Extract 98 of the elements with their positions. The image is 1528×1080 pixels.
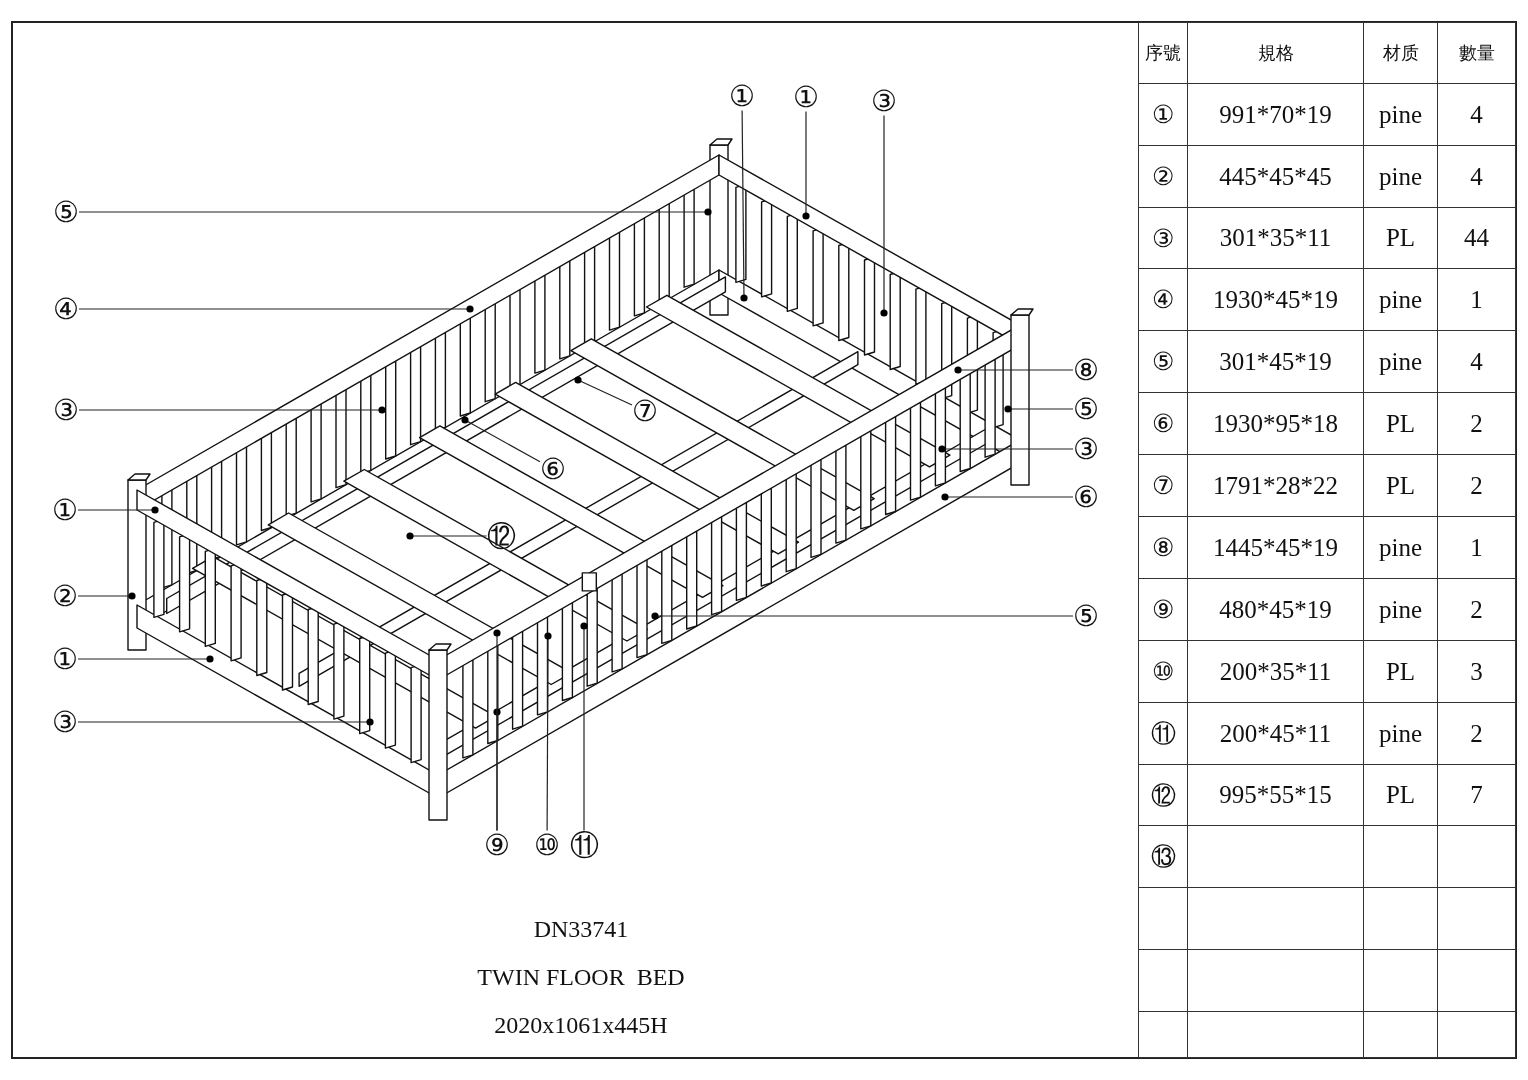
leader-line [77,592,136,600]
callout-number: ① [52,495,78,525]
table-cell: ⑪ [1138,703,1188,765]
callout-number: ⑩ [534,830,560,860]
table-cell: 2 [1438,393,1516,455]
table-cell: 2 [1438,703,1516,765]
callout-number: ⑤ [1073,601,1099,631]
leader-line [78,208,712,216]
callout-number: ⑥ [540,454,566,484]
callout-number: ② [52,581,78,611]
table-cell: PL [1364,765,1438,826]
callout-number: ③ [871,86,897,116]
table-cell: 995*55*15 [1188,765,1364,826]
table-cell: 4 [1438,331,1516,393]
callout-number: ⑤ [53,197,79,227]
callout-number: ⑦ [632,396,658,426]
leader-line [77,718,374,726]
leader-line [78,305,474,313]
product-name: TWIN FLOOR BED [477,963,685,991]
callout-number: ⑧ [1073,355,1099,385]
table-cell: ② [1138,146,1188,208]
table-cell: ⑤ [1138,331,1188,393]
table-cell: 1791*28*22 [1188,455,1364,517]
table-header-cell: 規格 [1188,22,1364,84]
leader-line [1004,405,1074,413]
table-cell: 7 [1438,765,1516,826]
leader-line [493,629,501,832]
model-number: DN33741 [533,915,629,943]
callout-number: ⑫ [486,521,516,551]
table-cell: pine [1364,269,1438,331]
callout-number: ④ [53,294,79,324]
leader-line [77,506,159,514]
callout-number: ⑪ [569,830,599,860]
table-cell: PL [1364,208,1438,269]
table-cell: ⑨ [1138,579,1188,641]
table-cell: ⑬ [1138,826,1188,888]
table-cell: 301*35*11 [1188,208,1364,269]
table-cell: 200*35*11 [1188,641,1364,703]
leader-line [406,532,488,540]
table-cell: pine [1364,517,1438,579]
leader-line [938,445,1074,453]
table-cell: PL [1364,455,1438,517]
callout-number: ③ [52,707,78,737]
table-cell: 4 [1438,84,1516,146]
table-cell: 301*45*19 [1188,331,1364,393]
table-cell: PL [1364,393,1438,455]
table-cell: 1445*45*19 [1188,517,1364,579]
table-cell: ④ [1138,269,1188,331]
callout-number: ① [793,82,819,112]
table-cell: 1 [1438,269,1516,331]
leader-line [941,493,1074,501]
table-cell: 4 [1438,146,1516,208]
leader-line [77,655,214,663]
table-cell: ⑫ [1138,765,1188,826]
callout-number: ⑥ [1073,482,1099,512]
table-header-cell: 序號 [1138,22,1188,84]
table-cell: ① [1138,84,1188,146]
table-cell: 480*45*19 [1188,579,1364,641]
leader-line [461,416,541,463]
table-cell: 44 [1438,208,1516,269]
leader-line [802,110,810,220]
leader-line [544,632,552,832]
callout-number: ③ [53,395,79,425]
leader-line [574,376,633,406]
table-cell: 1930*95*18 [1188,393,1364,455]
leader-line [580,622,588,832]
table-cell: 991*70*19 [1188,84,1364,146]
callout-number: ① [52,644,78,674]
table-header-cell: 材质 [1364,22,1438,84]
leader-line [651,612,1074,620]
table-cell: ③ [1138,208,1188,269]
table-cell: pine [1364,703,1438,765]
leader-line [880,114,888,317]
table-cell: pine [1364,579,1438,641]
table-cell: PL [1364,641,1438,703]
table-cell: pine [1364,84,1438,146]
overall-dimensions: 2020x1061x445H [494,1011,668,1039]
callout-number: ⑤ [1073,394,1099,424]
callout-number: ① [729,81,755,111]
table-cell: 445*45*45 [1188,146,1364,208]
leader-line [78,406,386,414]
table-cell: ⑥ [1138,393,1188,455]
table-cell: 200*45*11 [1188,703,1364,765]
callout-number: ③ [1073,434,1099,464]
table-cell: ⑦ [1138,455,1188,517]
table-cell: 1 [1438,517,1516,579]
callout-number: ⑨ [484,830,510,860]
table-cell: 2 [1438,579,1516,641]
leader-line [740,109,748,302]
table-cell: 2 [1438,455,1516,517]
leader-line [954,366,1074,374]
table-cell: ⑧ [1138,517,1188,579]
table-cell: pine [1364,331,1438,393]
table-cell: 3 [1438,641,1516,703]
table-cell: 1930*45*19 [1188,269,1364,331]
table-cell: pine [1364,146,1438,208]
table-header-cell: 數量 [1438,22,1516,84]
table-cell: ⑩ [1138,641,1188,703]
